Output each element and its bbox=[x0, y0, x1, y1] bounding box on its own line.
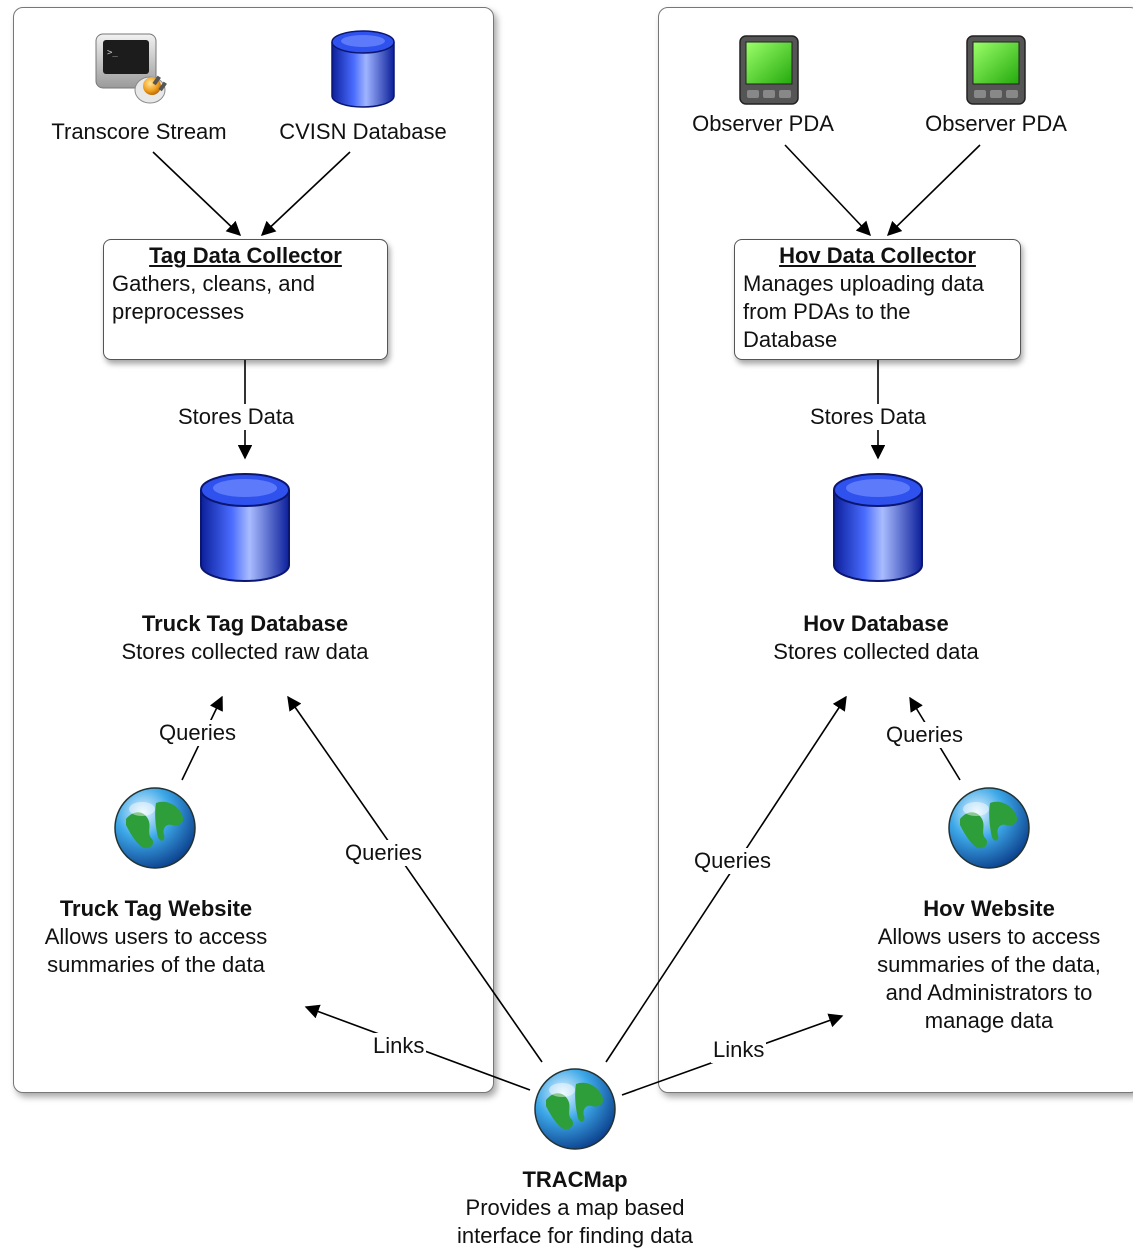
hov-data-collector: Hov Data Collector Manages uploading dat… bbox=[734, 239, 1021, 360]
queries-edge-label-tracmap-left: Queries bbox=[343, 840, 425, 866]
tracmap-caption: TRACMap Provides a map based interface f… bbox=[420, 1166, 730, 1250]
links-edge-label-tracmap-left: Links bbox=[371, 1033, 427, 1059]
transcore-stream-label: Transcore Stream bbox=[51, 119, 227, 144]
pda-icon bbox=[964, 34, 1028, 106]
edge-cvisn-to-collector bbox=[260, 151, 351, 236]
tag-data-collector-desc-line-2: preprocesses bbox=[112, 299, 245, 324]
hov-database-caption: Hov Database Stores collected data bbox=[730, 610, 1022, 666]
terminal-icon: >_ bbox=[92, 30, 174, 106]
links-edge-label-tracmap-right: Links bbox=[711, 1037, 767, 1063]
queries-edge-label-hov-website: Queries bbox=[884, 722, 966, 748]
queries-edge-label-truck-website: Queries bbox=[157, 720, 239, 746]
database-icon bbox=[328, 28, 398, 110]
pda-icon bbox=[737, 34, 801, 106]
globe-icon bbox=[946, 785, 1032, 871]
truck-tag-database-desc: Stores collected raw data bbox=[121, 639, 369, 664]
truck-tag-database-caption: Truck Tag Database Stores collected raw … bbox=[90, 610, 400, 666]
hov-data-collector-title: Hov Data Collector bbox=[779, 243, 976, 268]
globe-icon bbox=[532, 1066, 618, 1152]
hov-data-collector-desc-line-3: Database bbox=[743, 327, 838, 352]
truck-tag-website-title: Truck Tag Website bbox=[59, 896, 253, 921]
queries-edge-label-tracmap-right: Queries bbox=[692, 848, 774, 874]
truck-tag-website-desc-line-1: Allows users to access bbox=[44, 924, 268, 949]
hov-data-collector-desc-line-1: Manages uploading data bbox=[743, 271, 984, 296]
tag-data-collector-desc-line-1: Gathers, cleans, and bbox=[112, 271, 316, 296]
stores-data-edge-label-left: Stores Data bbox=[176, 404, 297, 430]
hov-database-desc: Stores collected data bbox=[773, 639, 979, 664]
stores-data-edge-label-right: Stores Data bbox=[808, 404, 929, 430]
edge-pda1-to-hovcollector bbox=[784, 144, 871, 237]
tag-data-collector: Tag Data Collector Gathers, cleans, and … bbox=[103, 239, 388, 360]
edge-tracmap-queries-truckdb bbox=[287, 695, 543, 1063]
hov-website-desc-line-3: and Administrators to bbox=[885, 980, 1093, 1005]
observer-pda-label-1: Observer PDA bbox=[692, 111, 834, 136]
svg-text:>_: >_ bbox=[107, 48, 118, 58]
observer-pda-label-2: Observer PDA bbox=[925, 111, 1067, 136]
hov-website-desc-line-1: Allows users to access bbox=[877, 924, 1101, 949]
hov-data-collector-desc-line-2: from PDAs to the bbox=[743, 299, 911, 324]
hov-database-icon bbox=[829, 470, 927, 586]
hov-website-desc-line-2: summaries of the data, bbox=[877, 952, 1101, 977]
truck-tag-database-icon bbox=[196, 470, 294, 586]
tag-data-collector-title: Tag Data Collector bbox=[149, 243, 342, 268]
edge-pda2-to-hovcollector bbox=[886, 144, 981, 237]
hov-website-desc-line-4: manage data bbox=[924, 1008, 1054, 1033]
edge-transcore-to-collector bbox=[152, 151, 242, 236]
edge-tracmap-queries-hovdb bbox=[605, 695, 847, 1063]
tracmap-desc-line-1: Provides a map based bbox=[465, 1195, 685, 1220]
truck-tag-website-desc-line-2: summaries of the data bbox=[47, 952, 265, 977]
tracmap-title: TRACMap bbox=[522, 1167, 628, 1192]
globe-icon bbox=[112, 785, 198, 871]
tracmap-desc-line-2: interface for finding data bbox=[456, 1223, 694, 1248]
cvisn-database-label: CVISN Database bbox=[279, 119, 447, 144]
hov-website-title: Hov Website bbox=[923, 896, 1055, 921]
truck-tag-database-title: Truck Tag Database bbox=[141, 611, 349, 636]
truck-tag-website-caption: Truck Tag Website Allows users to access… bbox=[20, 895, 292, 979]
hov-website-caption: Hov Website Allows users to access summa… bbox=[850, 895, 1128, 1035]
hov-database-title: Hov Database bbox=[803, 611, 949, 636]
